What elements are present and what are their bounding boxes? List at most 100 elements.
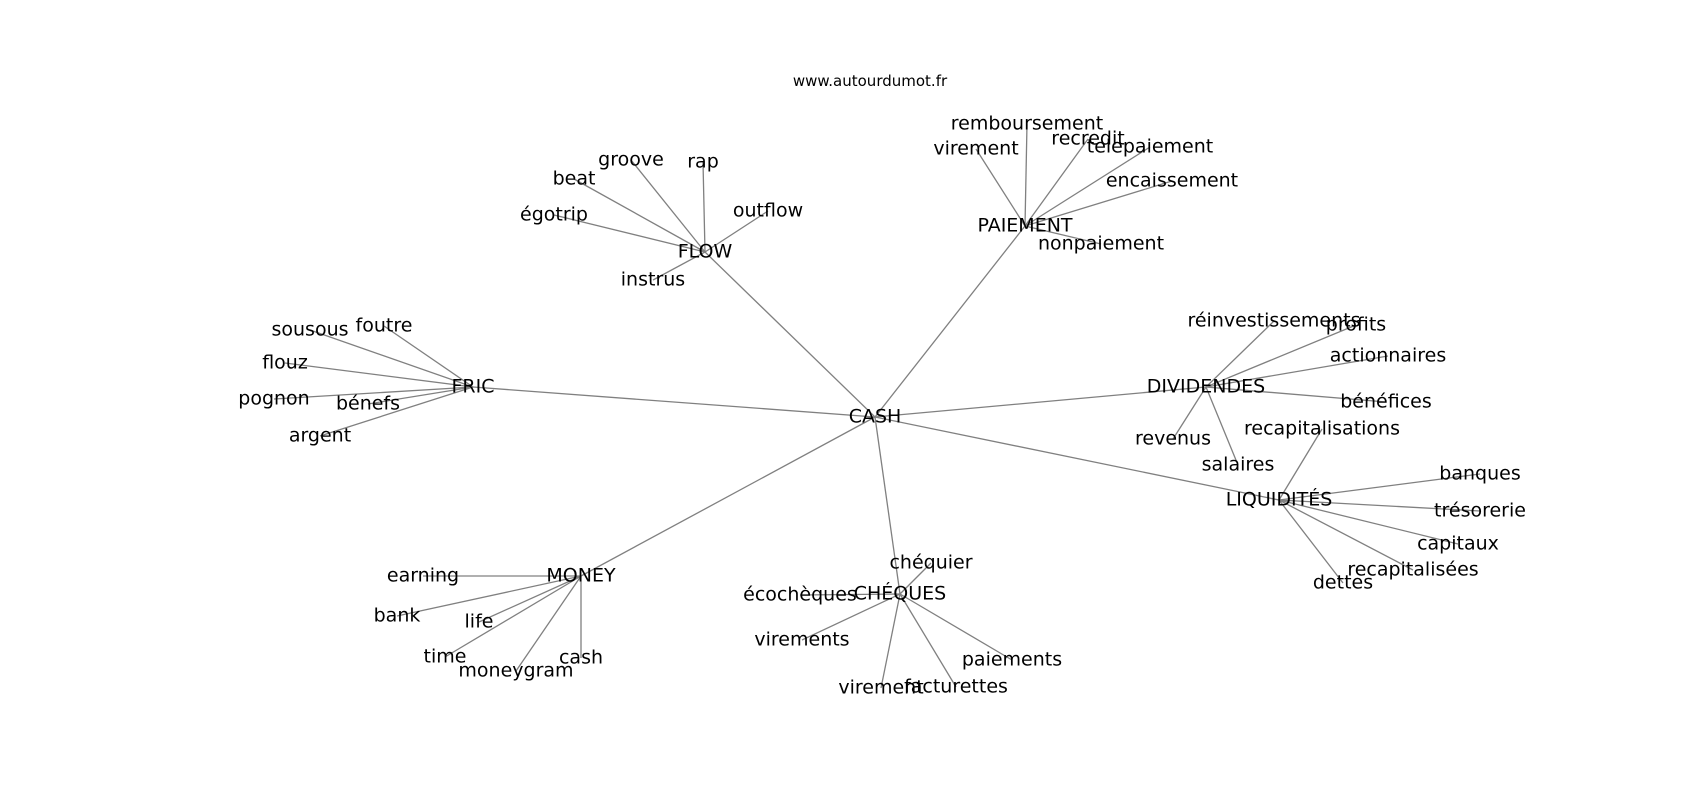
node-hub-flow: FLOW bbox=[678, 241, 733, 263]
edge-money-bank bbox=[396, 575, 582, 617]
node-word-dettes: dettes bbox=[1313, 572, 1373, 594]
node-word-profits: profits bbox=[1326, 314, 1386, 336]
node-word-outflow: outflow bbox=[733, 200, 803, 222]
node-word-tresorerie: trésorerie bbox=[1434, 500, 1526, 522]
edge-fric-benefs bbox=[367, 386, 474, 405]
node-word-foutre: foutre bbox=[356, 315, 413, 337]
edge-liquidites-tresorerie bbox=[1278, 499, 1481, 512]
node-word-benefices: bénéfices bbox=[1340, 391, 1431, 413]
edge-dividendes-salaires bbox=[1205, 386, 1239, 466]
node-word-virement: virement bbox=[933, 138, 1018, 160]
edge-fric-flouz bbox=[284, 362, 474, 388]
edge-flow-outflow bbox=[704, 210, 769, 253]
edge-flow-instrus bbox=[652, 251, 706, 281]
edge-cheques-virements bbox=[801, 593, 901, 641]
node-hub-liquidites: LIQUIDITÉS bbox=[1226, 488, 1333, 511]
edge-flow-egotrip bbox=[553, 214, 706, 253]
node-word-cash: cash bbox=[559, 647, 603, 669]
node-hub-cheques: CHÉQUES bbox=[854, 582, 947, 605]
node-word-moneygram: moneygram bbox=[458, 660, 573, 682]
edge-cash-cheques bbox=[874, 416, 901, 595]
edge-liquidites-recapitalisations bbox=[1278, 428, 1323, 501]
node-word-remboursement: remboursement bbox=[951, 113, 1103, 135]
node-word-pognon: pognon bbox=[238, 388, 309, 410]
node-word-flouz: flouz bbox=[262, 352, 308, 374]
node-word-revenus: revenus bbox=[1135, 428, 1211, 450]
node-word-virements: virements bbox=[754, 629, 849, 651]
edge-cash-money bbox=[580, 416, 876, 577]
edge-cash-flow bbox=[704, 251, 876, 418]
edge-paiement-remboursement bbox=[1024, 123, 1028, 227]
edge-fric-sousous bbox=[309, 329, 474, 388]
edge-cash-fric bbox=[472, 386, 876, 418]
edge-liquidites-banques bbox=[1278, 473, 1481, 501]
edge-paiement-virement bbox=[975, 148, 1026, 227]
node-word-nonpaiement: nonpaiement bbox=[1038, 233, 1164, 255]
edge-fric-foutre bbox=[383, 325, 474, 388]
node-hub-money: MONEY bbox=[546, 565, 616, 587]
node-word-ecocheques: écochèques bbox=[743, 584, 857, 606]
edge-cash-paiement bbox=[874, 225, 1026, 418]
edge-liquidites-recapitalisees bbox=[1278, 499, 1414, 571]
edge-money-life bbox=[478, 575, 582, 623]
node-word-paiements: paiements bbox=[962, 649, 1062, 671]
edge-flow-rap bbox=[702, 161, 706, 253]
edge-paiement-encaissement bbox=[1024, 180, 1173, 227]
edge-paiement-recredit bbox=[1024, 138, 1089, 227]
source-watermark: www.autourdumot.fr bbox=[792, 72, 948, 90]
edge-liquidites-capitaux bbox=[1278, 499, 1459, 545]
node-hub-paiement: PAIEMENT bbox=[977, 215, 1072, 237]
node-word-life: life bbox=[465, 611, 494, 633]
edge-dividendes-reinvestissements bbox=[1205, 320, 1275, 388]
edge-fric-argent bbox=[319, 386, 474, 437]
edge-dividendes-benefices bbox=[1205, 386, 1387, 403]
node-word-chequier: chéquier bbox=[889, 552, 972, 574]
edge-cash-dividendes bbox=[874, 386, 1207, 418]
node-hub-fric: FRIC bbox=[451, 376, 494, 398]
edge-cash-liquidites bbox=[874, 416, 1280, 501]
node-word-capitaux: capitaux bbox=[1417, 533, 1499, 555]
edge-cheques-ecocheques bbox=[799, 593, 901, 596]
edge-cheques-paiements bbox=[899, 593, 1013, 661]
node-word-egotrip: égotrip bbox=[520, 204, 588, 226]
node-word-recapitalisees: recapitalisées bbox=[1347, 559, 1478, 581]
edge-cheques-chequier bbox=[899, 562, 932, 595]
node-word-earning: earning bbox=[387, 565, 459, 587]
node-word-groove: groove bbox=[598, 149, 664, 171]
node-word-actionnaires: actionnaires bbox=[1330, 345, 1446, 367]
node-word-sousous: sousous bbox=[271, 319, 348, 341]
edge-cheques-virement bbox=[880, 593, 901, 689]
node-word-time: time bbox=[424, 646, 467, 668]
node-word-recapitalisations: recapitalisations bbox=[1244, 418, 1400, 440]
node-word-telepaiement: telepaiement bbox=[1087, 136, 1213, 158]
edge-dividendes-profits bbox=[1205, 324, 1357, 388]
edge-cheques-facturettes bbox=[899, 593, 957, 688]
edge-dividendes-actionnaires bbox=[1205, 355, 1389, 388]
edge-dividendes-revenus bbox=[1172, 386, 1207, 440]
node-word-argent: argent bbox=[289, 425, 351, 447]
node-word-recredit: recredit bbox=[1051, 128, 1124, 150]
edge-flow-groove bbox=[630, 159, 706, 253]
node-word-bank: bank bbox=[374, 605, 421, 627]
node-word-beat: beat bbox=[553, 168, 596, 190]
node-word-encaissement: encaissement bbox=[1106, 170, 1238, 192]
node-word-benefs: bénefs bbox=[336, 393, 400, 415]
node-word-reinvestissements: réinvestissements bbox=[1187, 310, 1360, 332]
node-center-cash: CASH bbox=[849, 406, 902, 428]
edge-fric-pognon bbox=[273, 386, 474, 400]
node-word-instrus: instrus bbox=[621, 269, 685, 291]
node-word-virement: virement bbox=[838, 677, 923, 699]
edge-money-time bbox=[444, 575, 582, 658]
edge-paiement-nonpaiement bbox=[1024, 225, 1102, 245]
node-word-facturettes: facturettes bbox=[904, 676, 1008, 698]
node-word-banques: banques bbox=[1439, 463, 1520, 485]
edge-liquidites-dettes bbox=[1278, 499, 1344, 584]
node-word-salaires: salaires bbox=[1202, 454, 1275, 476]
edge-paiement-telepaiement bbox=[1024, 146, 1151, 227]
edge-money-moneygram bbox=[515, 575, 582, 672]
edge-flow-beat bbox=[573, 178, 706, 253]
edge-layer bbox=[273, 123, 1481, 689]
node-hub-dividendes: DIVIDENDES bbox=[1147, 376, 1265, 398]
